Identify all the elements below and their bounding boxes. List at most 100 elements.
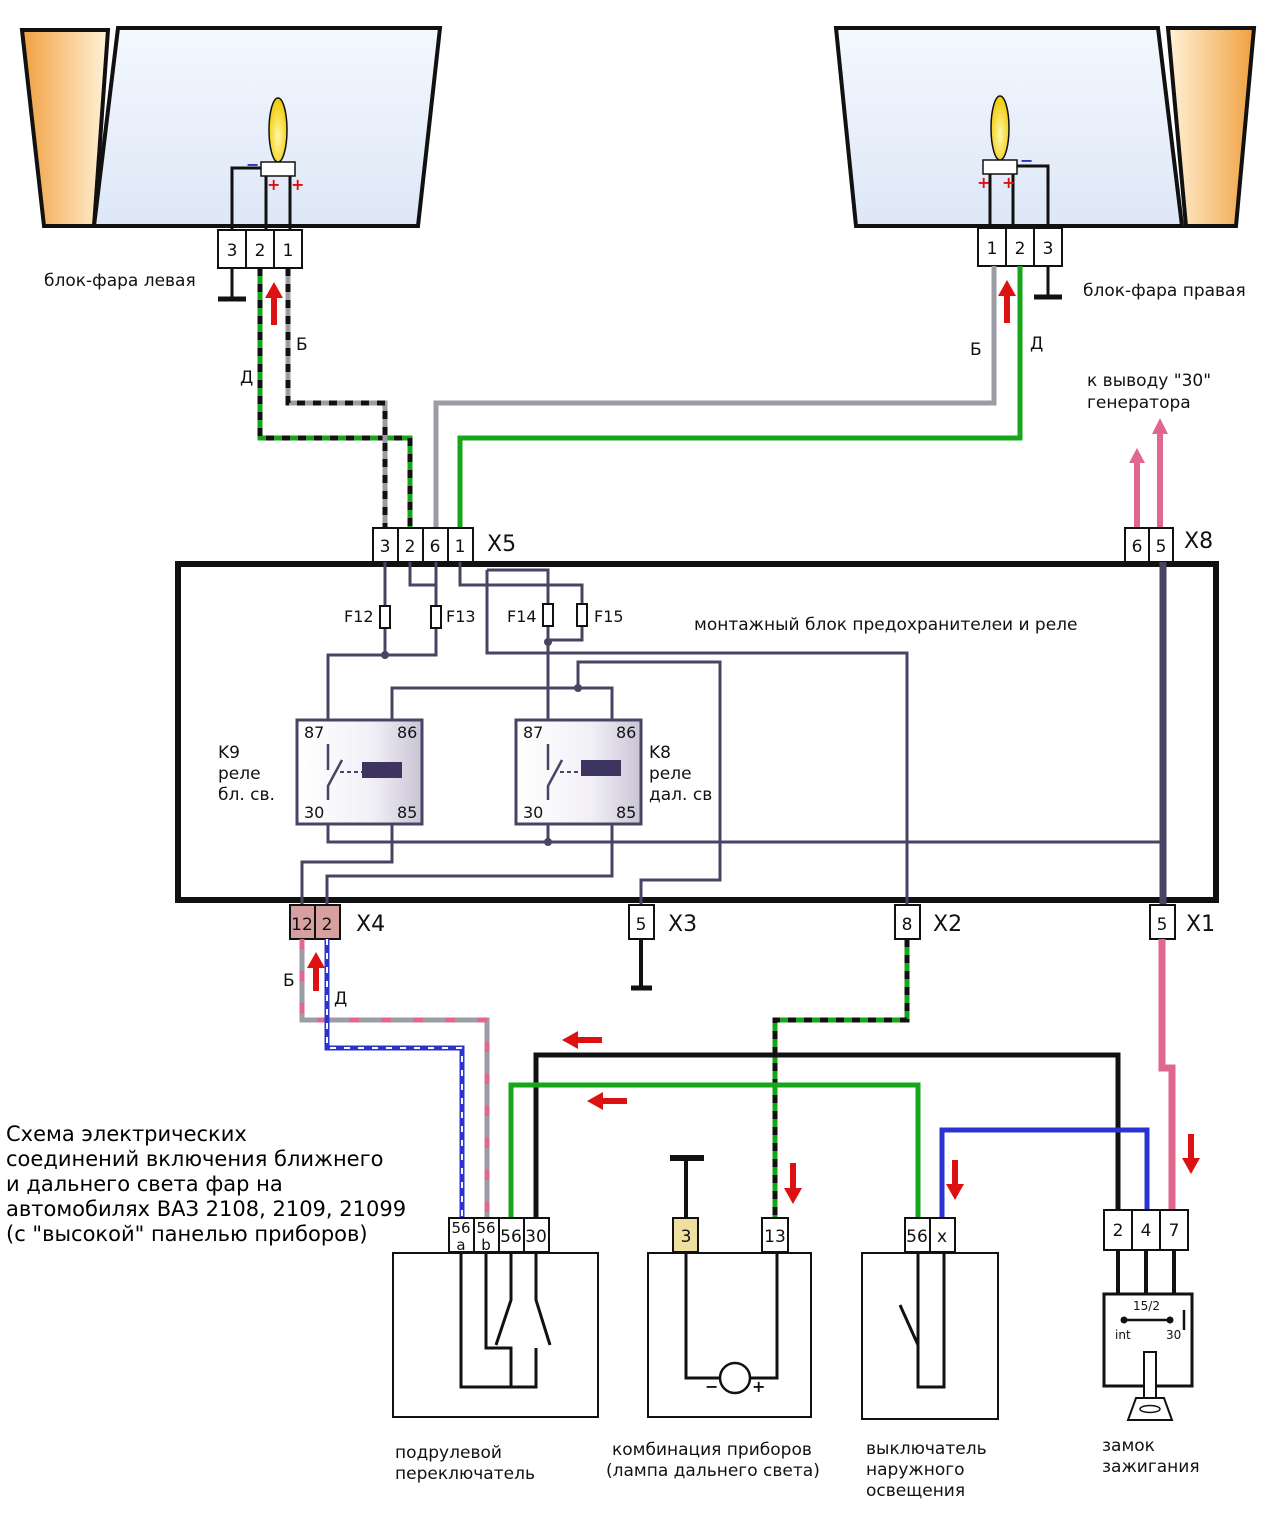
connector-name: X8: [1184, 529, 1213, 554]
switch-label: выключатель: [866, 1439, 987, 1459]
lamp-internal-wires: [230, 164, 1050, 230]
relay-pin-label: 86: [397, 723, 417, 742]
lamp-polarity-marks: − + + − + +: [246, 151, 1033, 194]
pin-label: 56: [500, 1227, 522, 1247]
stalk-label: подрулевой: [395, 1443, 502, 1463]
pin-label: 2: [1113, 1221, 1124, 1241]
connector-x2: 8 X2: [894, 904, 962, 940]
pin-label: 2: [322, 915, 333, 935]
current-arrow: [562, 1031, 602, 1049]
relay-pin-label: 30: [523, 803, 543, 822]
fuse-f14: [542, 603, 554, 627]
pin-label: 3: [681, 1227, 692, 1247]
current-arrows-bottom: [307, 952, 1200, 1204]
pin-label: a: [456, 1236, 465, 1254]
pin-label: x: [937, 1227, 947, 1247]
relay-desc: реле: [649, 764, 692, 784]
bottom-harness: [299, 939, 1176, 1218]
ignition-key-icon: [1126, 1397, 1174, 1421]
pin-label: 4: [1141, 1221, 1152, 1241]
switch-label: наружного: [866, 1460, 965, 1480]
headlamp-glass-left: [91, 26, 443, 228]
generator-arrows: [1129, 418, 1168, 463]
current-arrow: [998, 280, 1016, 323]
pin-label: 5: [1157, 915, 1168, 935]
pin-label: 3: [1043, 239, 1054, 259]
connector-name: X1: [1186, 912, 1215, 937]
headlight-right-label: блок-фара правая: [1083, 281, 1246, 301]
wire-letter-d: Д: [334, 989, 347, 1009]
pin-label: 56: [476, 1219, 495, 1237]
wire-letter-labels: Д Б Б Д Б Д: [240, 334, 1043, 1009]
connector-headlight-right: 1 2 3: [977, 227, 1063, 267]
connector-x4: 12 2 X4: [289, 904, 385, 940]
turn-lens-right: [1165, 26, 1257, 228]
exterior-light-switch: 56 x: [861, 1217, 999, 1420]
fuses: F12 F13 F14 F15: [344, 603, 624, 629]
instrument-cluster: 3 13 − +: [647, 1155, 812, 1418]
lamp-bulb-left: [268, 97, 288, 163]
fuse-label: F15: [594, 607, 624, 626]
relay-k9: 87 86 30 85: [295, 718, 424, 826]
diagram-caption: Схема электрических соединений включения…: [6, 1122, 406, 1246]
caption-line: автомобилях ВАЗ 2108, 2109, 21099: [6, 1197, 406, 1221]
ignition-key-shaft: [1143, 1351, 1157, 1399]
lamp-socket-right: [982, 159, 1018, 175]
pin-label: 56: [451, 1219, 470, 1237]
fuse-box-label: монтажный блок предохранителеи и реле: [694, 615, 1078, 635]
relay-k8: 87 86 30 85: [514, 718, 643, 826]
relay-k8-desc: K8 реле дал. св: [649, 743, 712, 805]
stalk-switch: 56 a 56 b 56 30: [392, 1217, 599, 1418]
switch-label: освещения: [866, 1481, 965, 1501]
connector-name: X5: [487, 532, 516, 557]
relay-pin-label: 87: [523, 723, 543, 742]
relay-pin-label: 87: [304, 723, 324, 742]
pin-label: b: [481, 1236, 491, 1254]
relay-name: K9: [218, 743, 240, 763]
caption-line: Схема электрических: [6, 1122, 247, 1146]
caption-line: (с "высокой" панелью приборов): [6, 1222, 368, 1246]
ground-symbols-top: [218, 266, 1062, 302]
ground-x3: [631, 939, 652, 991]
svg-text:−: −: [1020, 151, 1033, 170]
headlight-left: [19, 26, 443, 228]
current-arrow: [784, 1163, 802, 1204]
junction-dots: [381, 638, 582, 846]
ignition-label: замок: [1102, 1436, 1155, 1456]
ignition-contact-label: 30: [1166, 1328, 1181, 1342]
pin-label: 6: [1132, 537, 1143, 557]
high-beam-lamp-icon: [718, 1361, 752, 1395]
generator-label-line1: к выводу "30": [1087, 371, 1211, 391]
pin-label: 12: [291, 915, 313, 935]
pin-label: 6: [430, 537, 441, 557]
pin-label: 7: [1169, 1221, 1180, 1241]
relay-pin-label: 30: [304, 803, 324, 822]
lamp-socket-left: [260, 161, 296, 177]
svg-text:+: +: [267, 175, 280, 194]
connector-x3: 5 X3: [628, 904, 697, 940]
relay-pin-label: 85: [397, 803, 417, 822]
connector-name: X2: [933, 912, 962, 937]
relay-desc: дал. св: [649, 785, 712, 805]
current-arrow: [307, 952, 325, 991]
current-arrow: [265, 282, 283, 325]
headlight-right: [833, 26, 1257, 228]
fuse-label: F13: [446, 607, 476, 626]
relay-desc: бл. св.: [218, 785, 275, 805]
pin-label: 2: [405, 537, 416, 557]
wire-letter-b: Б: [283, 971, 295, 991]
pin-label: 13: [764, 1227, 786, 1247]
connector-x5: 3 2 6 1 X5: [372, 527, 516, 563]
pin-label: 30: [525, 1227, 547, 1247]
relay-k9-desc: K9 реле бл. св.: [218, 743, 275, 805]
wire-letter-b: Б: [296, 335, 308, 355]
relay-coil: [581, 760, 621, 776]
cluster-label: (лампа дальнего света): [606, 1461, 820, 1481]
svg-text:+: +: [291, 175, 304, 194]
relay-pin-label: 86: [616, 723, 636, 742]
pin-label: 5: [1156, 537, 1167, 557]
current-arrow: [587, 1092, 627, 1110]
pin-label: 5: [636, 915, 647, 935]
connector-name: X4: [356, 912, 385, 937]
